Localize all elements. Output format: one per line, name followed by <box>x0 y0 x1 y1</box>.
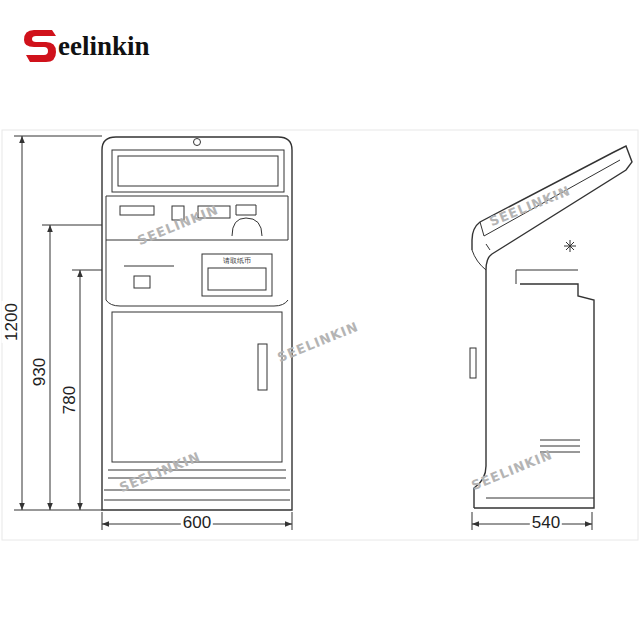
brand-name: eelinkin <box>58 33 150 60</box>
watermark: SEELINKIN <box>488 184 573 228</box>
dimension-label: 540 <box>530 513 562 532</box>
watermark: SEELINKIN <box>470 448 555 492</box>
dimension-label: 780 <box>60 384 79 416</box>
watermark: SEELINKIN <box>276 320 361 364</box>
dimension-label: 930 <box>30 356 49 388</box>
dimension-label: 1200 <box>2 301 21 343</box>
dimension-label: 600 <box>181 513 213 532</box>
watermark: SEELINKIN <box>118 450 203 494</box>
logo-mark <box>24 30 56 62</box>
slot-label: 请取纸币 <box>223 258 251 265</box>
